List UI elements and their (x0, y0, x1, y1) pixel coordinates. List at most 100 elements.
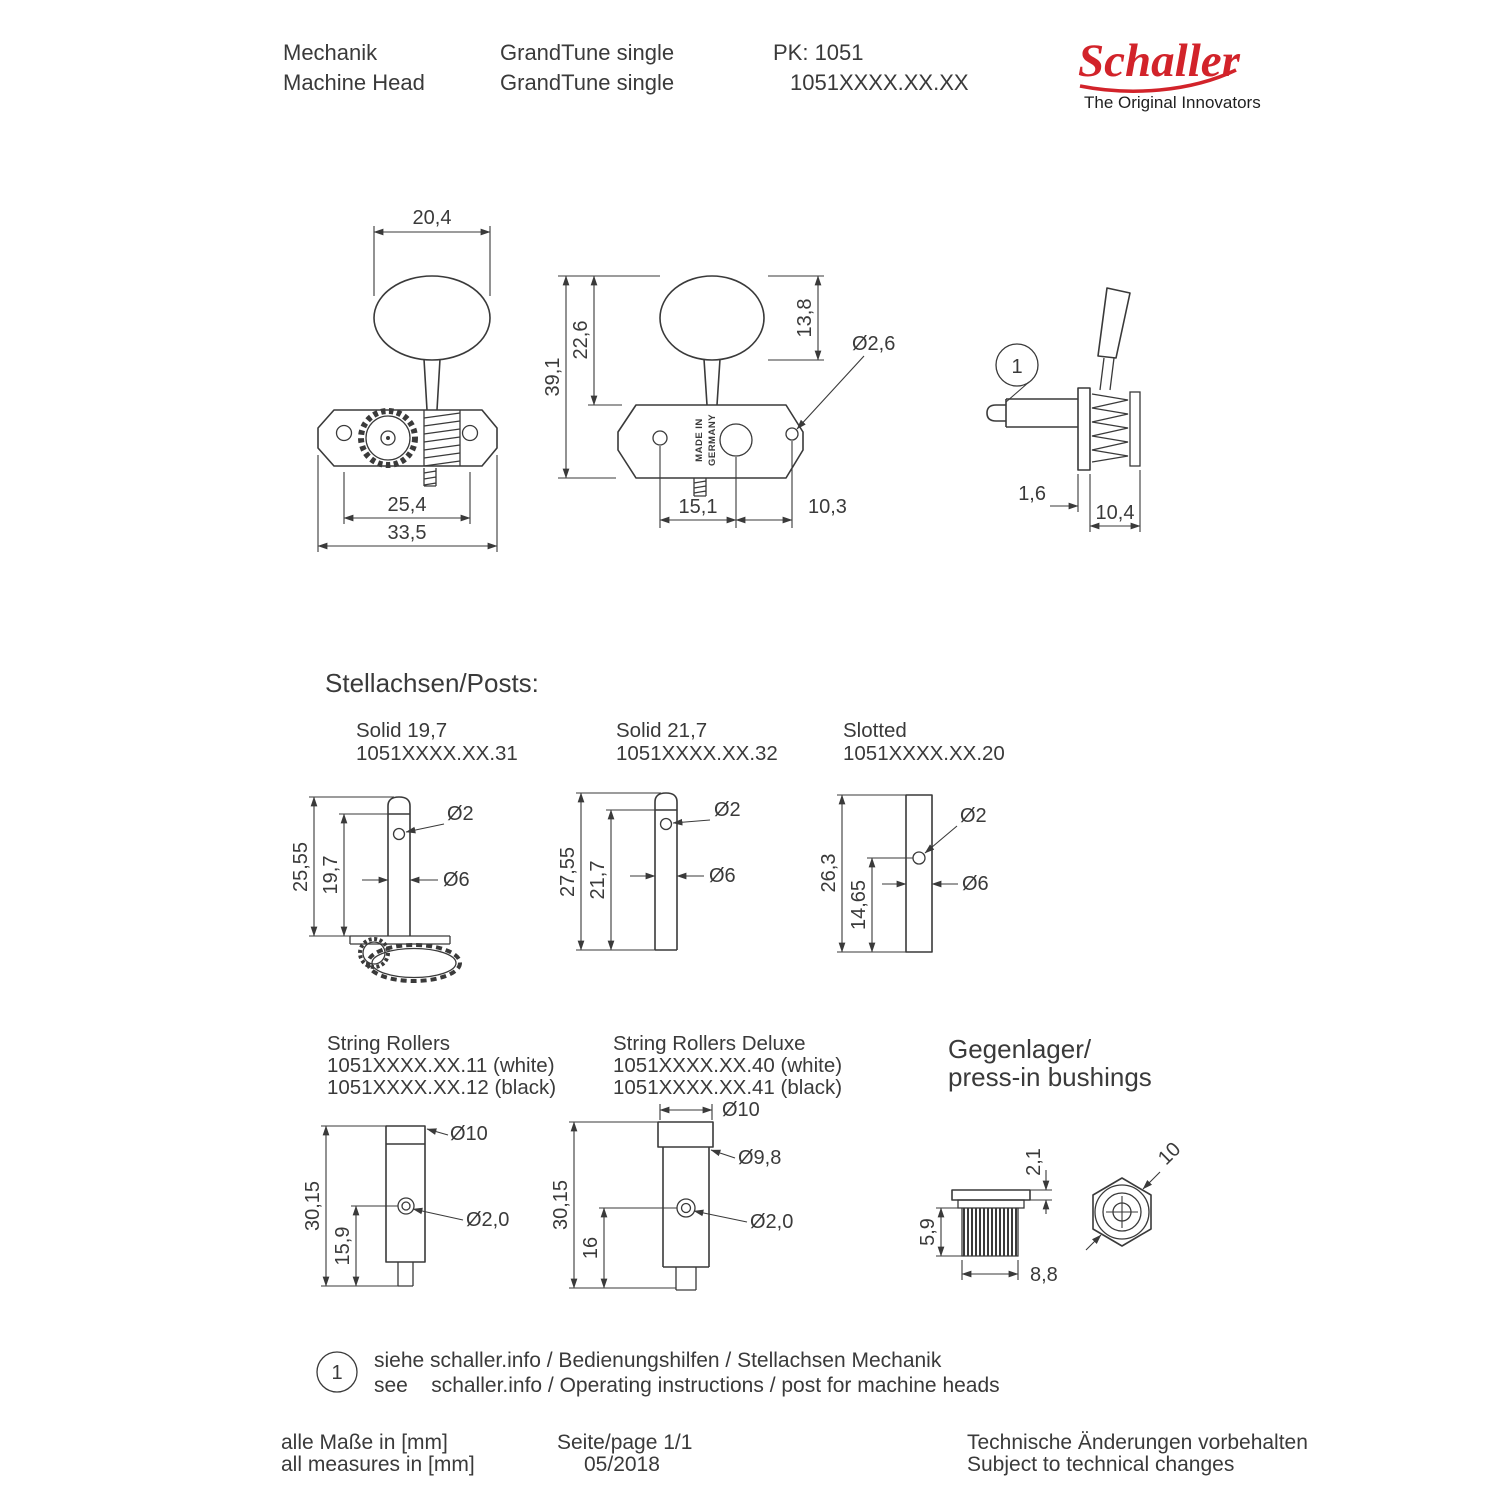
dim-hole-pos: 16 (580, 1237, 602, 1259)
dim-knob-height: 13,8 (794, 299, 816, 338)
product-de: GrandTune single (500, 40, 674, 65)
string-hole (912, 851, 926, 865)
footnote: 1 siehe schaller.info / Bedienungshilfen… (316, 1349, 1000, 1397)
mounting-plate (617, 404, 804, 479)
dim-total: 26,3 (818, 854, 840, 893)
view-rear: MADE IN GERMANY 39,1 22,6 13,8 Ø2,6 15,1… (542, 275, 895, 528)
bushing-title-en: press-in bushings (948, 1062, 1152, 1092)
pk-label: PK: 1051 (773, 40, 864, 65)
dim-hole-spacing: 25,4 (388, 494, 427, 516)
dim-hole: Ø2 (714, 799, 741, 821)
post-title: Solid 21,7 (616, 719, 707, 742)
dim-total: 30,15 (550, 1180, 572, 1230)
footnote-en: see schaller.info / Operating instructio… (374, 1374, 1000, 1397)
dim-hole: Ø2,0 (466, 1209, 509, 1231)
dim-upper-height: 22,6 (570, 321, 592, 360)
dim-total: 25,55 (290, 842, 312, 892)
dim-length: 19,7 (320, 856, 342, 895)
post-solid-197: Solid 19,7 1051XXXX.XX.31 25,55 19,7 Ø2 … (290, 719, 518, 983)
tuner-knob (373, 275, 491, 361)
roller-code-black: 1051XXXX.XX.12 (black) (327, 1076, 556, 1099)
dim-hole: Ø2 (960, 805, 987, 827)
notice-de: Technische Änderungen vorbehalten (967, 1431, 1308, 1454)
roller-code-black: 1051XXXX.XX.41 (black) (613, 1076, 842, 1099)
dim-knob-width: 20,4 (413, 207, 452, 229)
roller-title: String Rollers Deluxe (613, 1032, 806, 1055)
view-side: 1 1,6 10,4 (986, 287, 1141, 532)
worm-spring (423, 410, 461, 467)
dim-body-height: 5,9 (917, 1218, 939, 1246)
post-body (387, 796, 411, 936)
dim-hole: Ø2 (447, 803, 474, 825)
screw-hole-right (785, 427, 799, 441)
callout-number: 1 (1011, 356, 1022, 378)
notice-en: Subject to technical changes (967, 1453, 1234, 1476)
screw-hole-right (461, 424, 479, 442)
mounting-screw (423, 468, 437, 487)
bushing-title-de: Gegenlager/ (948, 1034, 1092, 1064)
roller-code-white: 1051XXXX.XX.40 (white) (613, 1054, 842, 1077)
post-slotted: Slotted 1051XXXX.XX.20 26,3 14,65 Ø2 Ø6 (818, 719, 1005, 953)
tuner-knob (659, 275, 765, 361)
dim-total: 30,15 (302, 1181, 324, 1231)
tuner-knob-side (1097, 287, 1131, 391)
screw-hole-left (335, 424, 353, 442)
gear-and-wheel (349, 935, 462, 983)
dim-outer: Ø10 (722, 1099, 760, 1121)
dim-total-height: 39,1 (542, 358, 564, 397)
press-in-bushings: Gegenlager/ press-in bushings 2,1 5,9 8,… (917, 1034, 1185, 1286)
roller-title: String Rollers (327, 1032, 450, 1055)
dim-flange: 2,1 (1023, 1148, 1045, 1176)
dim-diameter: Ø6 (962, 873, 989, 895)
title-en: Machine Head (283, 70, 425, 95)
plate-edge (1077, 387, 1091, 471)
title-block: Mechanik Machine Head GrandTune single G… (283, 40, 969, 95)
bushing-hex-view (1092, 1177, 1152, 1247)
footnote-de: siehe schaller.info / Bedienungshilfen /… (374, 1349, 942, 1372)
post-solid-217: Solid 21,7 1051XXXX.XX.32 27,55 21,7 Ø2 … (557, 719, 778, 951)
posts-heading: Stellachsen/Posts: (325, 668, 539, 698)
string-rollers: String Rollers 1051XXXX.XX.11 (white) 10… (302, 1032, 556, 1287)
string-post-side (986, 398, 1078, 428)
bushing-side-view (951, 1189, 1031, 1257)
view-front: 20,4 25,4 (317, 207, 498, 552)
dim-hole-left: 15,1 (679, 496, 718, 518)
screw-hole-left (652, 430, 668, 446)
post-title: Solid 19,7 (356, 719, 447, 742)
footer: alle Maße in [mm] all measures in [mm] S… (281, 1431, 1308, 1476)
dim-depth: 10,4 (1096, 502, 1135, 524)
dim-diameter: Ø6 (709, 865, 736, 887)
post-code: 1051XXXX.XX.20 (843, 742, 1005, 765)
stamp-germany: GERMANY (707, 414, 718, 466)
dim-diameter: Ø6 (443, 869, 470, 891)
page-number: Seite/page 1/1 (557, 1431, 692, 1454)
post-body (654, 792, 678, 951)
footnote-callout-circle (316, 1351, 358, 1393)
logo-underline-swoosh (1079, 68, 1237, 93)
dim-total: 27,55 (557, 847, 579, 897)
dim-plate-thickness: 1,6 (1018, 483, 1046, 505)
mounting-screw (693, 478, 707, 497)
post-title: Slotted (843, 719, 907, 742)
revision-date: 05/2018 (584, 1453, 660, 1476)
string-hole (659, 817, 673, 831)
roller-code-white: 1051XXXX.XX.11 (white) (327, 1054, 555, 1077)
footnote-marker: 1 (331, 1362, 342, 1384)
dim-length: 21,7 (587, 861, 609, 900)
post-code: 1051XXXX.XX.32 (616, 742, 778, 765)
dim-hole-pos: 15,9 (332, 1227, 354, 1266)
measures-de: alle Maße in [mm] (281, 1431, 448, 1454)
dim-plate-width: 33,5 (388, 522, 427, 544)
dim-hole: Ø2,0 (750, 1211, 793, 1233)
roller-body (657, 1121, 714, 1291)
post-code: 1051XXXX.XX.31 (356, 742, 518, 765)
string-hole (392, 827, 406, 841)
schaller-logo: Schaller The Original Innovators (1078, 35, 1261, 112)
title-de: Mechanik (283, 40, 378, 65)
dim-outer: Ø10 (450, 1123, 488, 1145)
logo-tagline: The Original Innovators (1084, 93, 1261, 112)
worm-spring-side (1091, 391, 1141, 467)
string-rollers-deluxe: String Rollers Deluxe 1051XXXX.XX.40 (wh… (550, 1032, 842, 1291)
